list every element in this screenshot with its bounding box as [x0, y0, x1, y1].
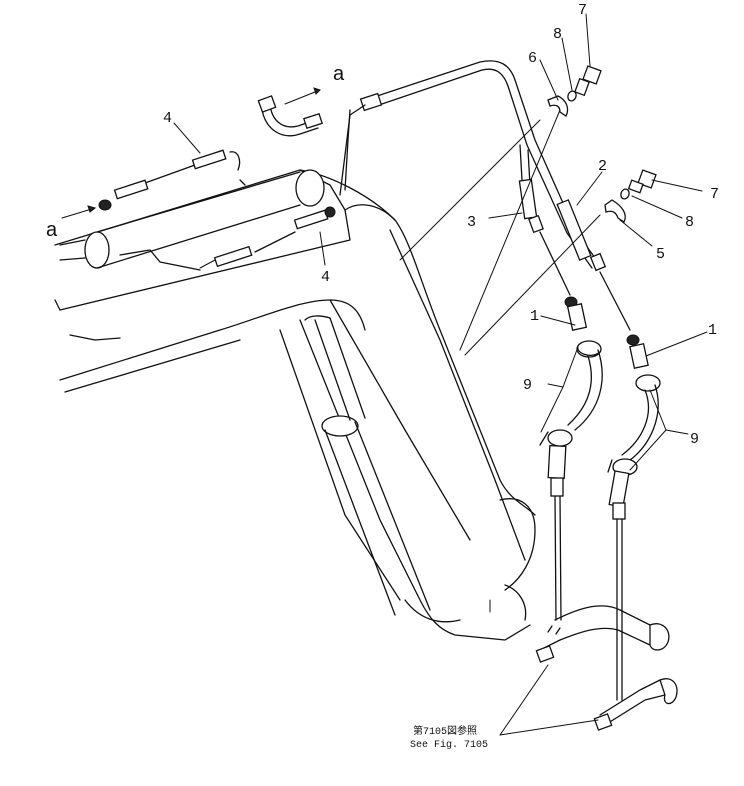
boom-cylinder	[304, 315, 431, 616]
hose-1-left	[539, 296, 603, 621]
fitting-3	[518, 178, 571, 296]
label-1-left: 1	[530, 308, 539, 325]
reference-jp: 第7105図参照	[413, 724, 477, 738]
hose-4-lower	[199, 206, 336, 269]
label-4-lower: 4	[321, 269, 330, 286]
label-9-right: 9	[690, 431, 699, 448]
label-5: 5	[656, 246, 665, 263]
label-8-upper: 8	[553, 26, 562, 43]
upper-pipe	[339, 60, 601, 269]
hose-4-upper	[61, 149, 241, 219]
reference-note: 第7105図参照 See Fig. 7105	[410, 724, 488, 751]
boom-body	[54, 169, 536, 641]
label-9-left: 9	[523, 377, 532, 394]
lower-pipe-connections	[535, 605, 678, 731]
label-2: 2	[598, 158, 607, 175]
label-6: 6	[528, 50, 537, 67]
pipe-elbow-a	[257, 87, 323, 137]
label-1-right: 1	[708, 322, 717, 339]
bolt-7-lower	[627, 169, 657, 194]
label-a-top: a	[333, 63, 345, 85]
clamp-5	[604, 199, 626, 223]
bolt-7-upper	[574, 65, 602, 97]
label-8-lower: 8	[685, 214, 694, 231]
reference-en: See Fig. 7105	[410, 739, 488, 751]
label-7-upper: 7	[578, 2, 587, 19]
label-4-upper: 4	[163, 110, 172, 127]
part-labels: 4 4 3 2 5 6 8 7 7 8 1 1 9 9 a a	[46, 2, 719, 448]
label-3: 3	[467, 214, 476, 231]
washer-8-upper	[567, 90, 577, 102]
washer-8-lower	[620, 188, 630, 200]
hose-1-right	[607, 334, 661, 701]
clamp-6	[547, 95, 569, 117]
pipe-2	[556, 199, 631, 331]
label-7-lower: 7	[710, 186, 719, 203]
leader-lines	[173, 13, 708, 736]
label-a-left: a	[46, 219, 58, 241]
arm-cylinder	[59, 169, 325, 271]
